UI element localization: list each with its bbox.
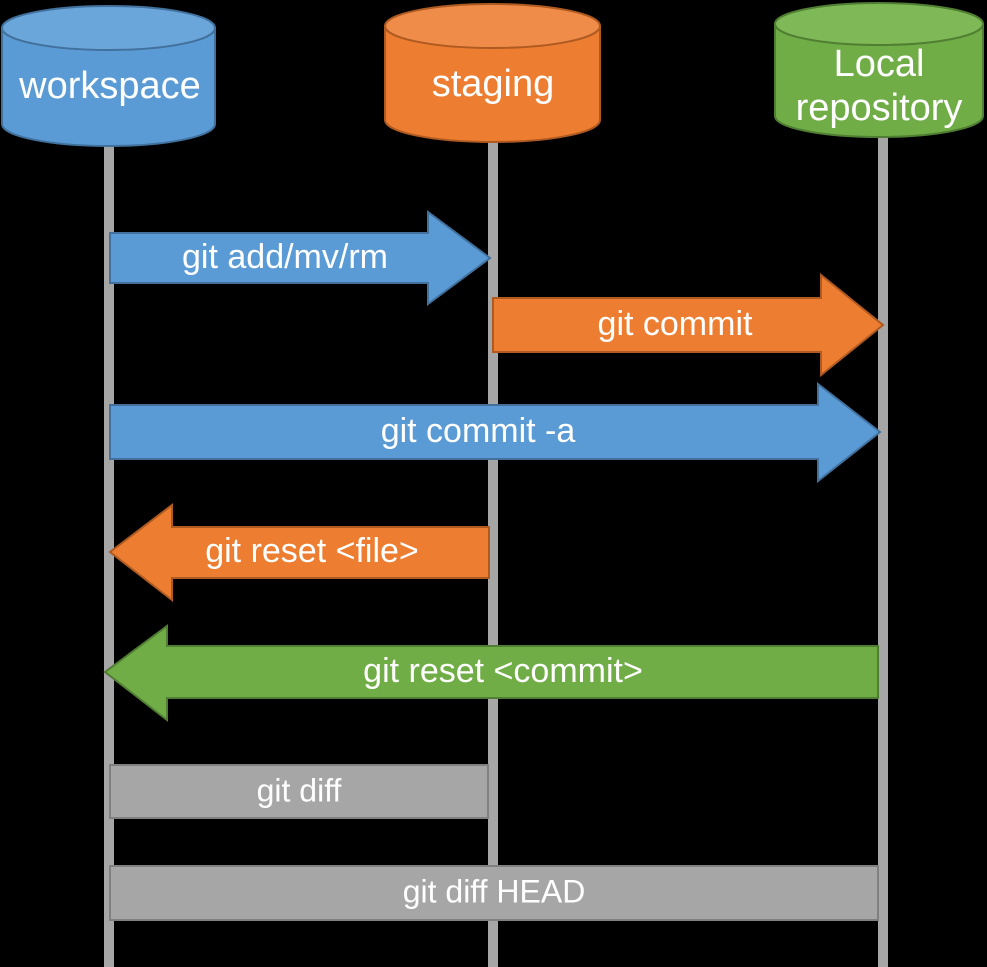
bar-git-diff-head[interactable]: git diff HEAD — [109, 865, 879, 921]
repository-cylinder-body — [774, 23, 984, 138]
arrow-git-commit-a-label: git commit -a — [381, 412, 576, 450]
lifeline-workspace — [104, 140, 114, 967]
bar-git-diff-shape — [109, 764, 489, 819]
repository-cylinder-top — [774, 2, 984, 46]
repository-label-line1: Local — [834, 43, 925, 85]
arrow-git-add-label: git add/mv/rm — [182, 238, 388, 276]
arrow-git-reset-file-label: git reset <file> — [205, 532, 419, 570]
staging-cylinder-top — [384, 3, 601, 49]
lifelines-group — [104, 134, 888, 967]
bar-git-diff[interactable]: git diff — [109, 764, 489, 819]
lifeline-repository — [878, 134, 888, 967]
node-workspace[interactable]: workspace — [1, 5, 216, 147]
staging-cylinder-body — [384, 25, 601, 143]
arrow-git-commit-label: git commit — [598, 305, 753, 343]
arrow-git-commit-shape — [492, 272, 885, 378]
arrow-git-reset-commit[interactable]: git reset <commit> — [103, 624, 879, 723]
arrow-git-add[interactable]: git add/mv/rm — [109, 210, 492, 306]
bar-git-diff-label: git diff — [257, 772, 342, 808]
arrow-git-reset-commit-label: git reset <commit> — [363, 652, 643, 690]
arrow-git-add-shape — [109, 210, 492, 306]
workspace-cylinder-top — [1, 5, 216, 51]
arrow-git-commit-a[interactable]: git commit -a — [109, 381, 882, 484]
workspace-cylinder-body — [1, 27, 216, 147]
bar-git-diff-head-label: git diff HEAD — [403, 873, 586, 909]
lifeline-staging — [488, 138, 498, 967]
node-repository[interactable]: Local repository — [774, 2, 984, 138]
repository-label-line2: repository — [796, 87, 963, 129]
workspace-label: workspace — [18, 65, 201, 107]
arrow-git-commit[interactable]: git commit — [492, 272, 885, 378]
arrow-git-reset-file[interactable]: git reset <file> — [108, 502, 490, 603]
arrow-git-reset-commit-shape — [103, 624, 879, 723]
node-staging[interactable]: staging — [384, 3, 601, 143]
arrow-git-reset-file-shape — [108, 502, 490, 603]
bar-git-diff-head-shape — [109, 865, 879, 921]
staging-label: staging — [432, 63, 555, 105]
arrow-git-commit-a-shape — [109, 381, 882, 484]
